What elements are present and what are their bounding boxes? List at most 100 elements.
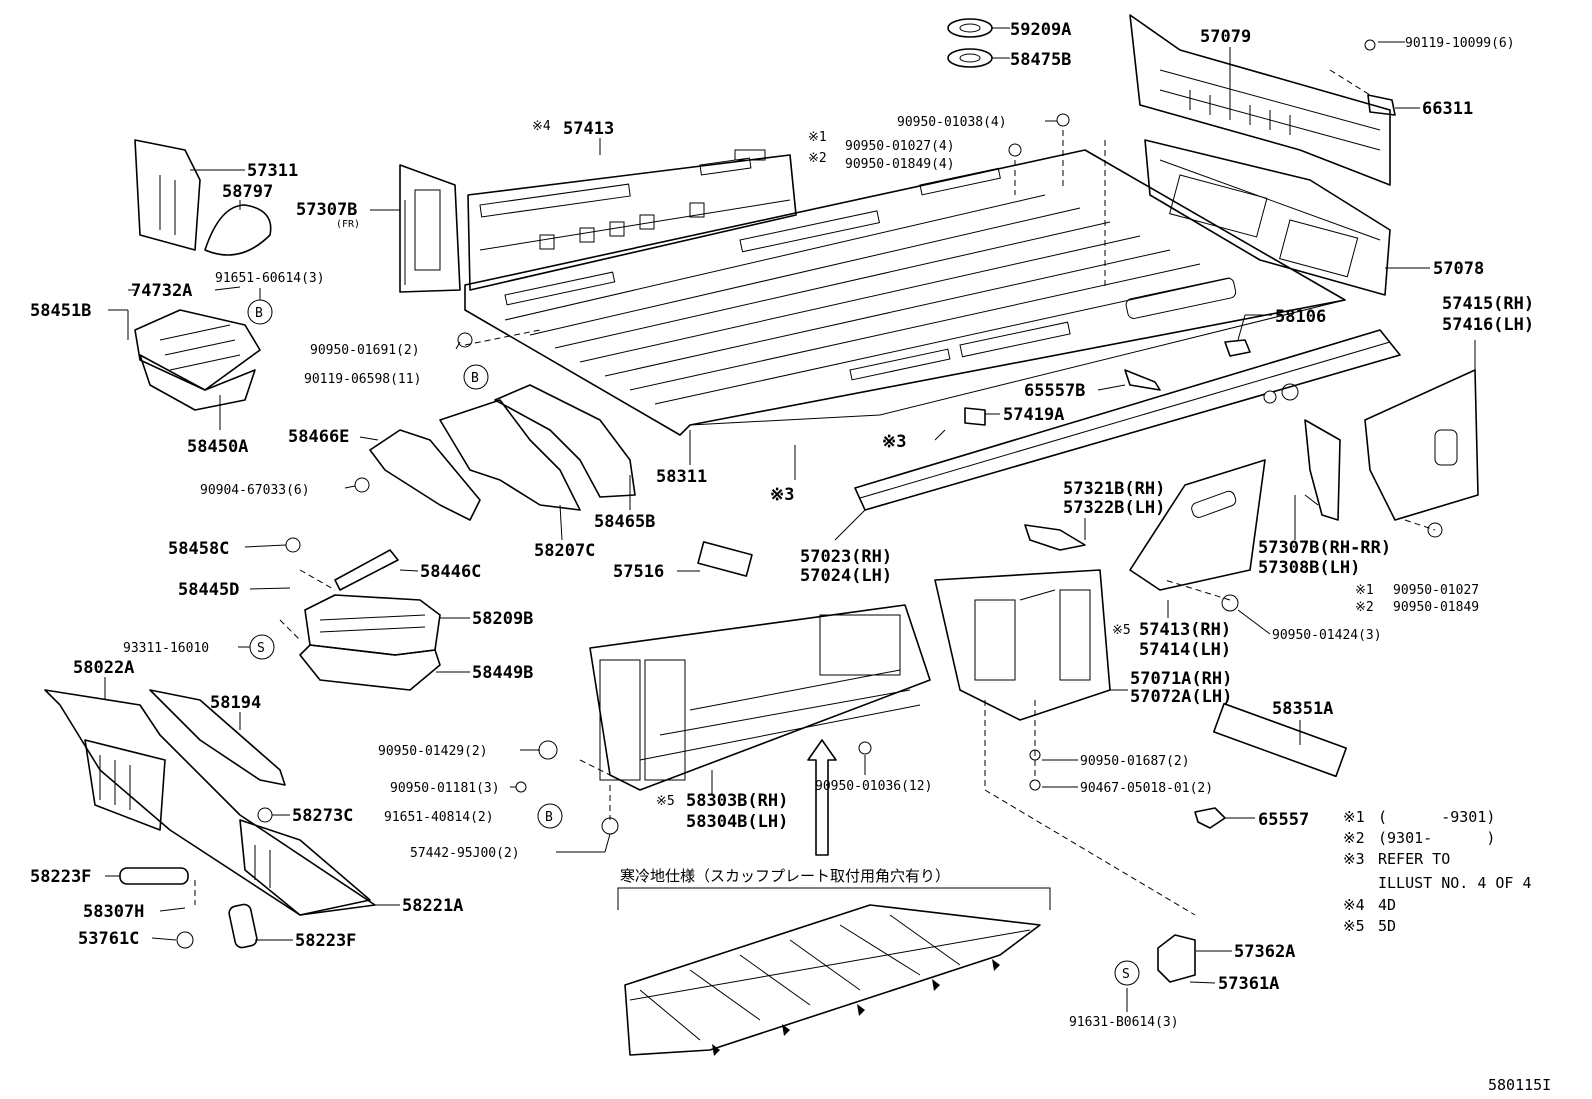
label-58209B: 58209B [472,609,533,629]
label-58307H: 58307H [83,902,144,922]
label-57072A: 57072A(LH) [1130,687,1232,707]
label-65557: 65557 [1258,810,1309,830]
label-57361A: 57361A [1218,974,1279,994]
label-58449B: 58449B [472,663,533,683]
label-57413: 57413 [563,119,614,139]
marker-letters: B B S B S [255,306,1130,982]
label-57078: 57078 [1433,259,1484,279]
label-93311-16010: 93311-16010 [123,641,209,656]
label-90119-06598: 90119-06598(11) [304,372,421,387]
floor-panel-drawing [464,149,1346,436]
label-58273C: 58273C [292,806,353,826]
label-53761C: 53761C [78,929,139,949]
label-mark1-a: ※1 [808,130,827,145]
label-57079: 57079 [1200,27,1251,47]
label-90950-01424: 90950-01424(3) [1272,628,1382,643]
assembly-dashes [194,69,1436,916]
leader-lines [104,27,1476,1012]
footnote-1-mark: ※1 [1343,808,1365,826]
label-57362A: 57362A [1234,942,1295,962]
stopper-57362A-drawing [1157,934,1196,983]
footnote-5-text: 5D [1378,917,1396,935]
label-57414: 57414(LH) [1139,640,1231,660]
upward-arrow [807,739,837,856]
label-58466E: 58466E [288,427,349,447]
marker-s-2: S [1122,967,1130,982]
label-58223F-a: 58223F [30,867,91,887]
label-58797: 58797 [222,182,273,202]
quarter-panel-drawing [1364,369,1479,538]
label-57311: 57311 [247,161,298,181]
footnote-2-mark: ※2 [1343,829,1365,847]
label-mark1-b: ※1 [1355,583,1374,598]
label-57307B: 57307B [296,200,357,220]
label-58445D: 58445D [178,580,239,600]
label-mark3-a: ※3 [882,432,906,452]
bracket-58106-drawing [1224,339,1251,357]
label-mark4-a: ※4 [532,119,551,134]
label-90950-01849-a: 90950-01849(4) [845,157,955,172]
upper-wall-drawing [467,149,797,291]
label-58450A: 58450A [187,437,248,457]
label-91631-B0614: 91631-B0614(3) [1069,1015,1179,1030]
label-58223F-b: 58223F [295,931,356,951]
label-91651-40814: 91651-40814(2) [384,810,494,825]
label-57442-95J00: 57442-95J00(2) [410,846,520,861]
wheel-arch-drawing [439,384,636,511]
label-90950-01849-b: 90950-01849 [1393,600,1479,615]
footnote-3-mark: ※3 [1343,850,1365,868]
label-58304B: 58304B(LH) [686,812,788,832]
label-90950-01036: 90950-01036(12) [815,779,932,794]
label-mark2-a: ※2 [808,151,827,166]
marker-b-1: B [255,306,263,321]
marker-b-2: B [471,371,479,386]
label-58311: 58311 [656,467,707,487]
strap-58446C-drawing [334,549,399,591]
label-57071A: 57071A(RH) [1130,669,1232,689]
footnote-1-text: ( -9301) [1378,808,1495,826]
pad-58223F-b-drawing [228,903,258,949]
cold-area-detail [617,887,1051,1056]
cold-region-note: 寒冷地仕様（スカッフプレート取付用角穴有り） [620,867,950,885]
label-58446C: 58446C [420,562,481,582]
bracket-57419A-drawing [964,407,986,426]
footnote-3-text: REFER TO [1378,850,1450,868]
label-74732A: 74732A [131,281,192,301]
bracket-57516-drawing [697,541,753,577]
label-57307B-rh: 57307B(RH-RR) [1258,538,1391,558]
front-pillar-drawing [399,164,461,293]
label-57419A: 57419A [1003,405,1064,425]
rear-crossmember-drawing [1144,139,1391,296]
label-58475B: 58475B [1010,50,1071,70]
label-57413rh: 57413(RH) [1139,620,1231,640]
label-57516: 57516 [613,562,664,582]
label-57416: 57416(LH) [1442,315,1534,335]
bracket-65557B-drawing [1124,369,1161,391]
label-91651-60614: 91651-60614(3) [215,271,325,286]
label-57308B: 57308B(LH) [1258,558,1360,578]
spare-pan-drawing [134,309,261,411]
pillar-57311-drawing [134,139,272,256]
fasteners-drawing [176,18,1376,949]
label-58207C: 58207C [534,541,595,561]
front-frame-drawing [44,689,376,916]
rear-pillar-drawing [1304,419,1341,521]
label-58106: 58106 [1275,307,1326,327]
label-58451B: 58451B [30,301,91,321]
label-90119-10099: 90119-10099(6) [1405,36,1515,51]
label-90904-67033: 90904-67033(6) [200,483,310,498]
label-58465B: 58465B [594,512,655,532]
label-90950-01038: 90950-01038(4) [897,115,1007,130]
side-rail-drawing [854,329,1401,511]
marker-b-3: B [545,810,553,825]
label-mark5-a: ※5 [1112,623,1131,638]
label-mark2-b: ※2 [1355,600,1374,615]
footnote-4-text: 4D [1378,896,1396,914]
inner-wheelhouse-drawing [1129,459,1266,591]
storage-tray-drawing [299,594,441,691]
label-mark5-b: ※5 [656,794,675,809]
bracket-58351A-drawing [1212,702,1348,778]
rear-header-drawing [1129,14,1391,186]
label-58458C: 58458C [168,539,229,559]
